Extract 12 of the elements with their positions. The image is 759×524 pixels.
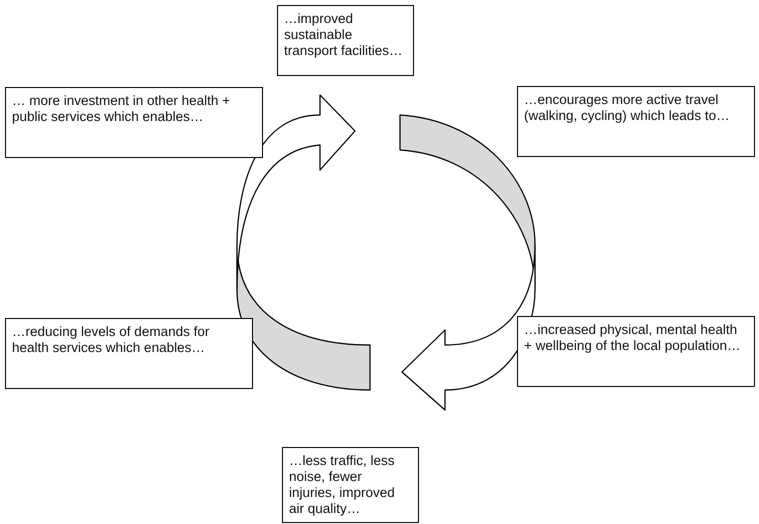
box-text: … more investment in other health + public services which enables… <box>12 93 231 125</box>
text-box <box>277 5 414 76</box>
box-text: …increased physical, mental health + wellbeing of the local population… <box>524 322 742 354</box>
box-text: …encourages more active travel (walking, cycling) which leads to… <box>524 92 731 124</box>
text-box <box>5 87 263 158</box>
box-text: …reducing levels of demands for health services which enables… <box>12 324 210 356</box>
box-text: …improved sustainable transport facilities… <box>284 11 404 59</box>
text-box <box>5 318 253 389</box>
text-box <box>282 447 419 523</box>
text-box <box>517 316 755 387</box>
text-box <box>517 86 755 157</box>
box-text: …less traffic, less noise, fewer injuries, improved air quality… <box>289 453 396 517</box>
